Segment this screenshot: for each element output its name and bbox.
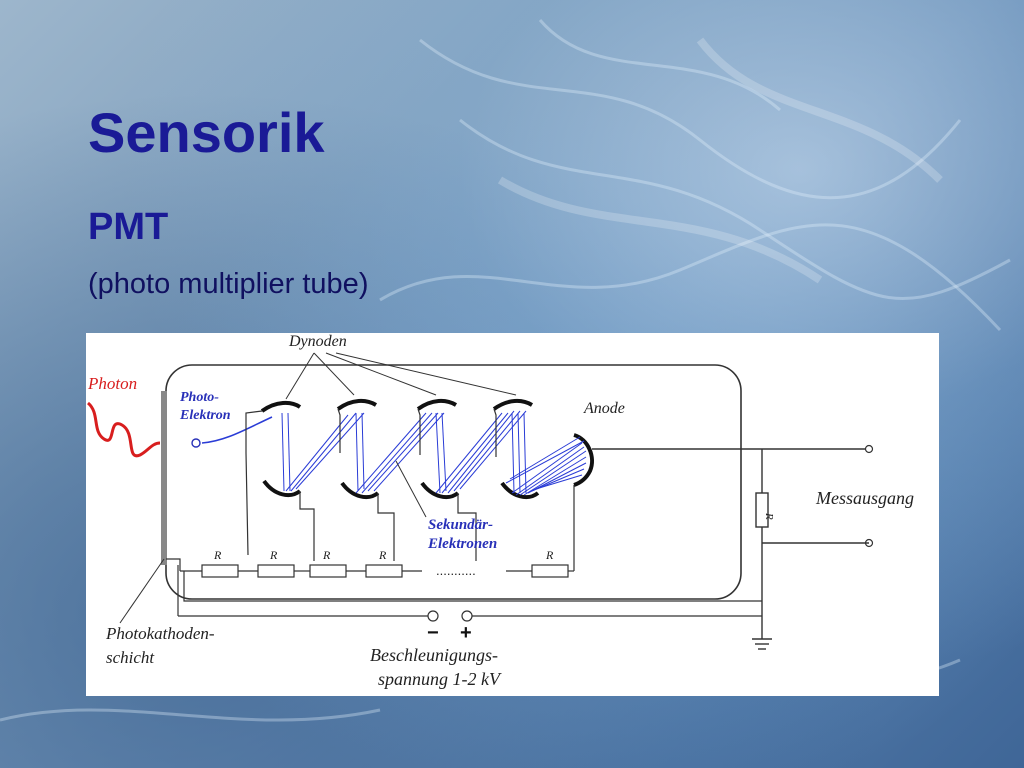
photo-electron-label: Photo-	[180, 390, 219, 405]
secondary-pointer	[395, 460, 427, 518]
output-terminal-top	[864, 444, 874, 454]
pmt-diagram: Photon Photo- Elektron Dynoden Anode	[86, 333, 939, 696]
svg-text:R: R	[545, 548, 554, 562]
svg-text:R: R	[213, 548, 222, 562]
secondary-electrons-label-2: Elektronen	[427, 536, 497, 552]
voltage-terminal-plus	[461, 610, 473, 622]
resistor-labels: R R R R R	[213, 548, 554, 562]
svg-text:R: R	[378, 548, 387, 562]
slide-subtitle: PMT	[88, 206, 169, 248]
voltage-terminal-minus	[427, 610, 439, 622]
photo-electron-symbol	[191, 438, 201, 448]
minus-sign: −	[427, 622, 439, 644]
photocathode-pointer	[119, 558, 165, 624]
electron-beams	[281, 410, 587, 496]
pmt-schematic: Photon Photo- Elektron Dynoden Anode	[86, 333, 914, 689]
photocathode-label-2: schicht	[106, 648, 155, 667]
svg-text:R: R	[322, 548, 331, 562]
supply-wires	[177, 565, 762, 617]
output-label: Messausgang	[815, 488, 914, 508]
plus-sign: +	[460, 622, 472, 644]
anode	[573, 433, 594, 487]
anode-label: Anode	[583, 400, 625, 417]
dynode-wires	[245, 408, 575, 571]
resistor-chain	[166, 558, 574, 578]
slide-subtitle-detail: (photo multiplier tube)	[88, 268, 369, 300]
dynodes	[260, 398, 540, 500]
photocathode-label: Photokathoden-	[105, 624, 215, 643]
dynode-pointers	[285, 352, 517, 400]
output-resistor	[755, 492, 769, 528]
photon-wave	[86, 401, 161, 458]
photo-electron-path	[201, 416, 273, 444]
resistor-ellipsis: ...........	[436, 563, 476, 578]
photo-electron-label-2: Elektron	[179, 408, 231, 423]
output-resistor-label: R	[763, 512, 775, 520]
photocathode-layer	[161, 391, 167, 565]
voltage-label-2: spannung 1-2 kV	[378, 669, 502, 689]
secondary-electrons-label: Sekundär-	[428, 517, 493, 533]
svg-text:R: R	[269, 548, 278, 562]
voltage-label: Beschleunigungs-	[370, 645, 498, 665]
ground-symbol	[752, 629, 772, 650]
dynodes-label: Dynoden	[288, 333, 347, 350]
photon-label: Photon	[87, 374, 137, 393]
slide-title: Sensorik	[88, 101, 325, 164]
